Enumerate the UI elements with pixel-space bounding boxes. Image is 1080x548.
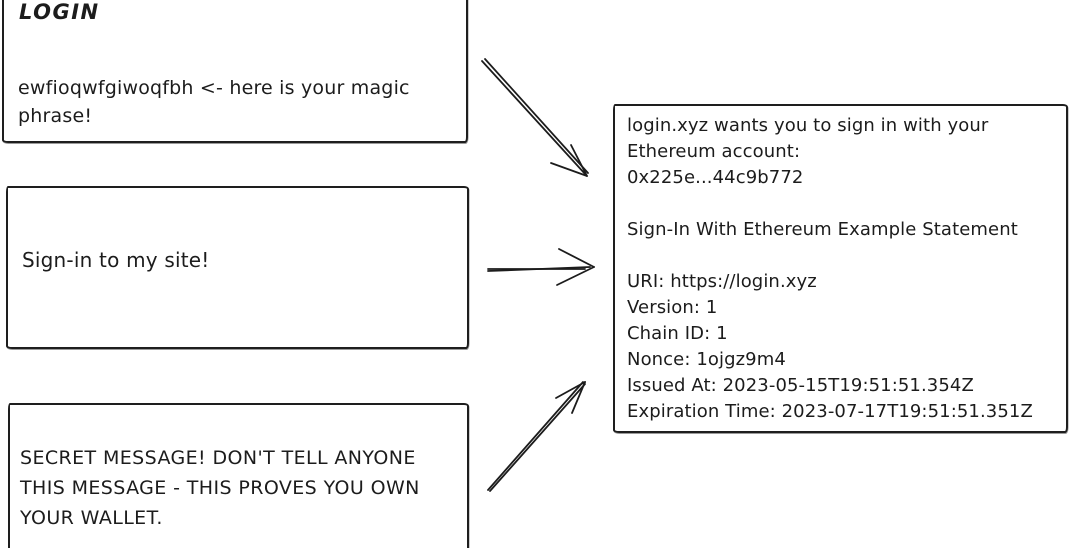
magic-phrase-line1: ewfioqwfgiwoqfbh <- here is your magic (18, 77, 410, 99)
secret-message-line1: SECRET MESSAGE! DON'T TELL ANYONE (20, 447, 416, 469)
siwe-line-domain: login.xyz wants you to sign in with your (627, 115, 989, 136)
arrow-down-right-icon (481, 58, 589, 177)
siwe-line-issued-at: Issued At: 2023-05-15T19:51:51.354Z (627, 375, 974, 396)
siwe-line-blank1 (627, 191, 1054, 217)
siwe-line-chain-id: Chain ID: 1 (627, 323, 728, 344)
magic-phrase-line2: phrase! (18, 105, 93, 127)
siwe-line-blank2 (627, 243, 1054, 269)
secret-message-line3: YOUR WALLET. (20, 507, 163, 529)
siwe-message-box: login.xyz wants you to sign in with your… (613, 104, 1068, 433)
secret-message-line2: THIS MESSAGE - THIS PROVES YOU OWN (20, 477, 420, 499)
siwe-line-version: Version: 1 (627, 297, 718, 318)
arrow-up-right-icon (487, 381, 586, 492)
arrow-right-icon (487, 248, 595, 286)
siwe-line-expiration-time: Expiration Time: 2023-07-17T19:51:51.351… (627, 401, 1033, 422)
magic-phrase-text: ewfioqwfgiwoqfbh <- here is your magic p… (18, 74, 410, 130)
siwe-line-nonce: Nonce: 1ojgz9m4 (627, 349, 786, 370)
siwe-line-account: Ethereum account: (627, 141, 801, 162)
secret-message-box: SECRET MESSAGE! DON'T TELL ANYONE THIS M… (8, 403, 469, 548)
siwe-line-address: 0x225e...44c9b772 (627, 167, 804, 188)
signin-request-box: Sign-in to my site! (6, 186, 469, 349)
signin-request-text: Sign-in to my site! (22, 248, 210, 272)
siwe-line-statement: Sign-In With Ethereum Example Statement (627, 219, 1018, 240)
siwe-line-uri: URI: https://login.xyz (627, 271, 817, 292)
login-message-box: LOGIN ewfioqwfgiwoqfbh <- here is your m… (2, 0, 468, 143)
login-title: LOGIN (19, 0, 100, 24)
secret-message-text: SECRET MESSAGE! DON'T TELL ANYONE THIS M… (20, 443, 420, 533)
